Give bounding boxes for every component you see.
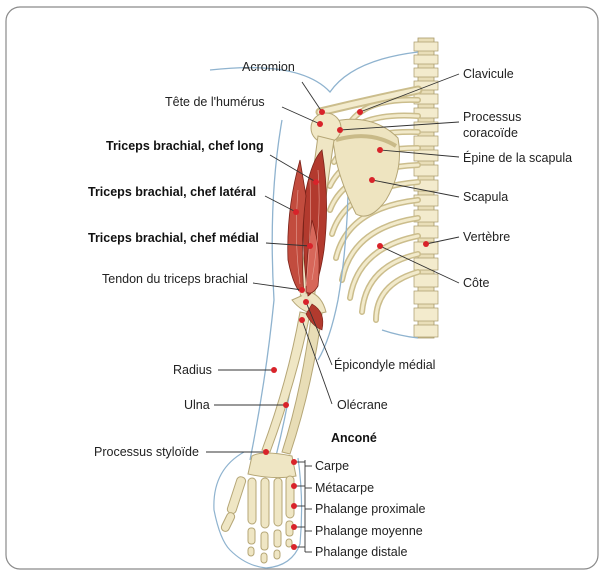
label-tendon-triceps: Tendon du triceps brachial: [102, 272, 248, 286]
label-epine-scapula: Épine de la scapula: [463, 150, 572, 165]
label-clavicule: Clavicule: [463, 67, 514, 81]
label-radius: Radius: [173, 363, 212, 377]
label-phalange-moyenne: Phalange moyenne: [315, 524, 423, 538]
label-processus: Processus: [463, 110, 521, 124]
label-scapula: Scapula: [463, 190, 508, 204]
label-olecrane: Olécrane: [337, 398, 388, 412]
label-tete-humerus: Tête de l'humérus: [165, 95, 265, 109]
label-vertebre: Vertèbre: [463, 230, 510, 244]
label-epicondyle-medial: Épicondyle médial: [334, 357, 435, 372]
carpal-bones: [248, 453, 296, 478]
label-cote: Côte: [463, 276, 489, 290]
label-triceps-long: Triceps brachial, chef long: [106, 139, 264, 153]
label-metacarpe: Métacarpe: [315, 481, 374, 495]
label-triceps-lateral: Triceps brachial, chef latéral: [88, 185, 256, 199]
label-phalange-proximale: Phalange proximale: [315, 502, 426, 516]
label-coracoide: coracoïde: [463, 126, 518, 140]
label-phalange-distale: Phalange distale: [315, 545, 407, 559]
label-ulna: Ulna: [184, 398, 210, 412]
label-ancone: Anconé: [331, 431, 377, 445]
label-acromion: Acromion: [242, 60, 295, 74]
label-triceps-medial: Triceps brachial, chef médial: [88, 231, 259, 245]
label-processus-styloide: Processus styloïde: [94, 445, 199, 459]
label-carpe: Carpe: [315, 459, 349, 473]
